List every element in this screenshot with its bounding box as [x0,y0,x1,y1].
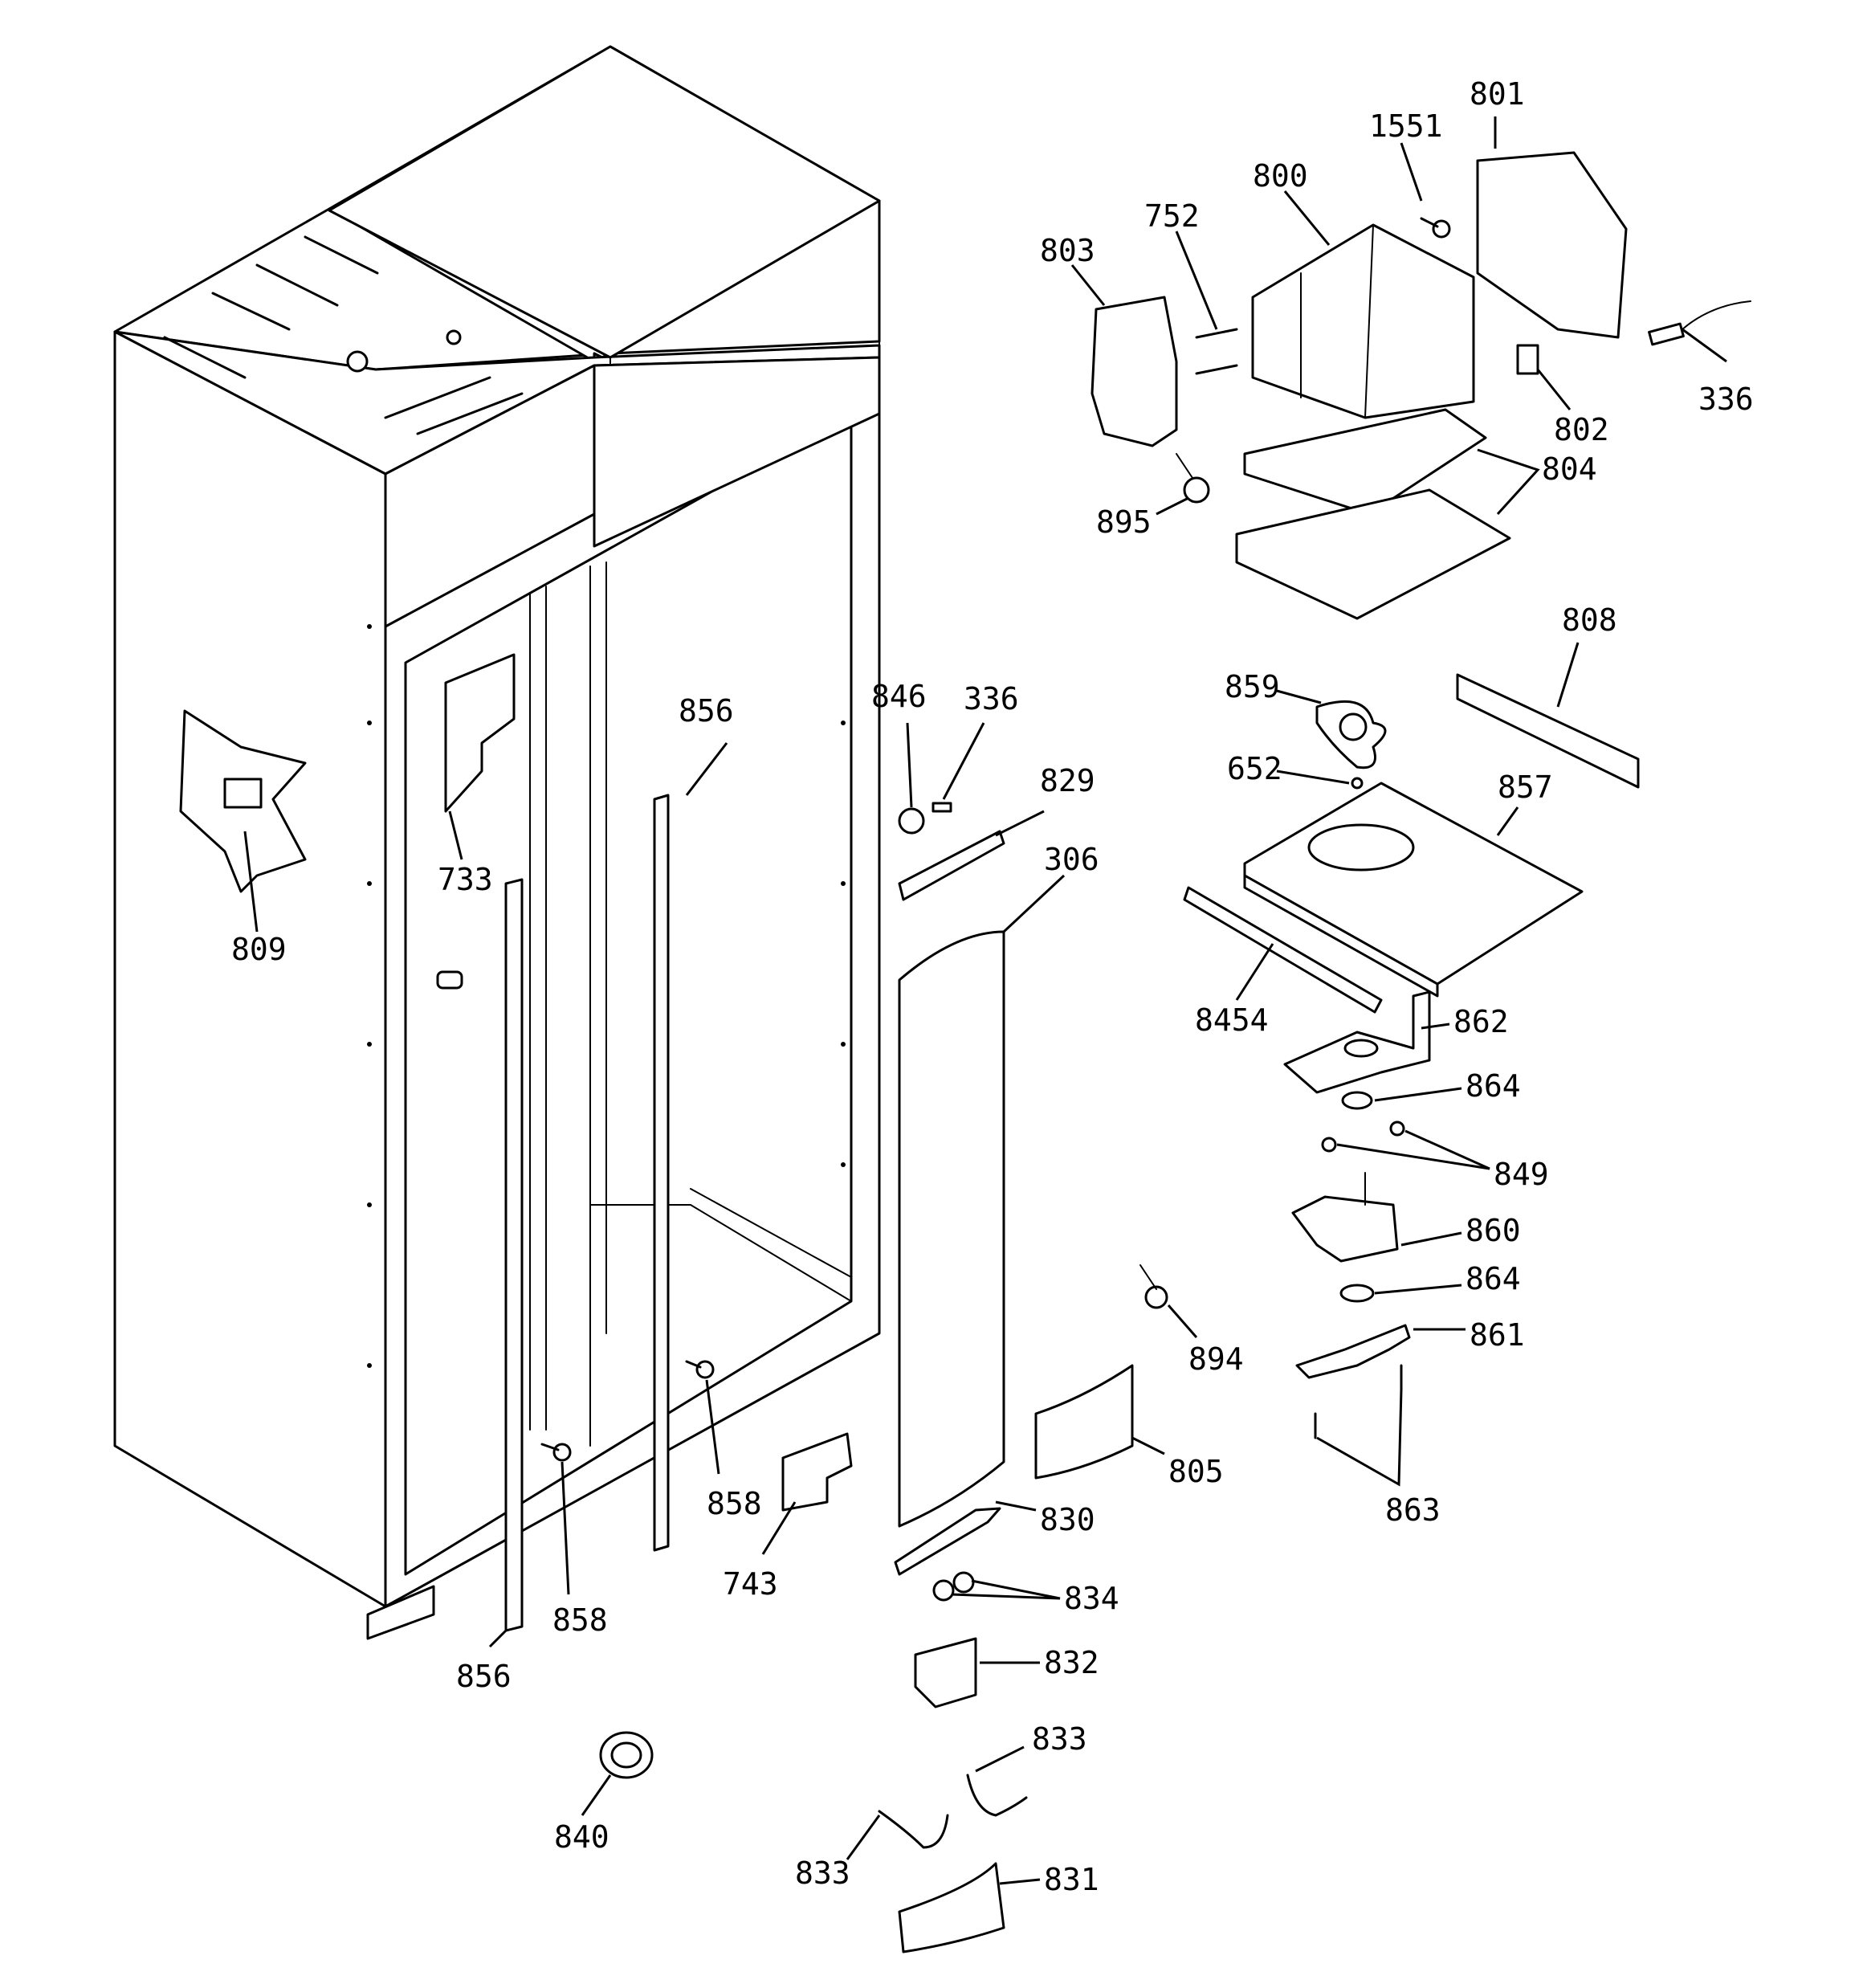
part-829 [898,830,1005,901]
callout-864a: 864 [1466,1068,1521,1104]
part-336-a [1648,300,1751,346]
callout-306: 306 [1044,842,1099,877]
callout-860: 860 [1466,1213,1521,1248]
callout-846: 846 [871,679,927,714]
callout-849: 849 [1494,1157,1549,1192]
callout-652: 652 [1227,751,1282,786]
callout-830: 830 [1040,1502,1095,1537]
part-862 [1283,990,1431,1094]
part-801 [1476,151,1628,339]
part-803 [1090,296,1178,447]
callout-858a: 858 [707,1486,762,1521]
part-804 [1235,408,1511,620]
callout-809: 809 [231,932,287,967]
callout-864b: 864 [1466,1261,1521,1296]
part-861 [1295,1324,1411,1379]
part-864-a [1341,1091,1373,1110]
callout-840: 840 [554,1819,609,1855]
callout-804: 804 [1542,451,1597,487]
part-858-screw-b [685,1360,715,1379]
part-856-right [653,794,670,1552]
part-752 [1195,328,1238,375]
part-830 [894,1507,1001,1576]
callout-805: 805 [1168,1454,1224,1489]
callout-861: 861 [1470,1317,1525,1353]
part-849 [1321,1121,1405,1153]
part-856-left [504,878,524,1632]
part-802 [1516,344,1539,375]
part-805 [1034,1364,1134,1480]
callout-802: 802 [1554,412,1609,447]
callout-831: 831 [1044,1862,1099,1897]
cabinet [113,45,881,1640]
part-895 [1176,453,1210,504]
callout-895: 895 [1096,504,1152,540]
part-859 [1315,700,1387,769]
callout-862: 862 [1453,1004,1509,1039]
part-1551 [1420,217,1451,239]
callout-800: 800 [1253,158,1308,194]
callout-894: 894 [1188,1341,1244,1377]
callout-1551: 1551 [1369,108,1443,144]
part-840 [599,1731,654,1779]
callout-859: 859 [1225,669,1280,704]
callout-863: 863 [1385,1492,1441,1528]
part-863 [1314,1364,1403,1439]
callout-801: 801 [1470,76,1525,112]
part-8454 [1183,886,1383,1014]
callout-8454: 8454 [1195,1002,1269,1038]
part-858-screw-a [540,1443,572,1462]
callout-834: 834 [1064,1581,1119,1616]
callout-752: 752 [1144,198,1200,234]
callout-808: 808 [1562,602,1617,638]
part-306 [898,930,1005,1528]
callout-832: 832 [1044,1645,1099,1680]
part-733 [444,653,516,813]
leader-lines [243,116,1727,1885]
part-808 [1456,673,1640,789]
callout-733: 733 [438,862,493,897]
part-857 [1243,782,1584,998]
part-743 [781,1432,853,1512]
callout-803: 803 [1040,233,1095,268]
part-894 [1139,1264,1168,1309]
part-652 [1351,777,1364,790]
callout-856b: 856 [456,1659,512,1694]
callout-858b: 858 [552,1602,608,1638]
part-832 [914,1637,977,1708]
part-833-b [966,1774,1028,1817]
callout-829: 829 [1040,763,1095,798]
callout-336b: 336 [964,681,1019,716]
part-860 [1291,1172,1399,1263]
callout-857: 857 [1498,769,1553,805]
callout-833a: 833 [1032,1721,1087,1757]
part-864-b [1339,1284,1375,1303]
part-831 [898,1862,1005,1953]
part-846 [898,807,925,835]
callout-336a: 336 [1698,382,1754,417]
callout-833b: 833 [795,1855,850,1891]
callout-856a: 856 [679,693,734,729]
callout-743: 743 [723,1566,778,1602]
part-336-b [932,802,952,813]
part-833-a [878,1810,949,1849]
part-800 [1251,223,1475,419]
part-834 [932,1571,975,1602]
